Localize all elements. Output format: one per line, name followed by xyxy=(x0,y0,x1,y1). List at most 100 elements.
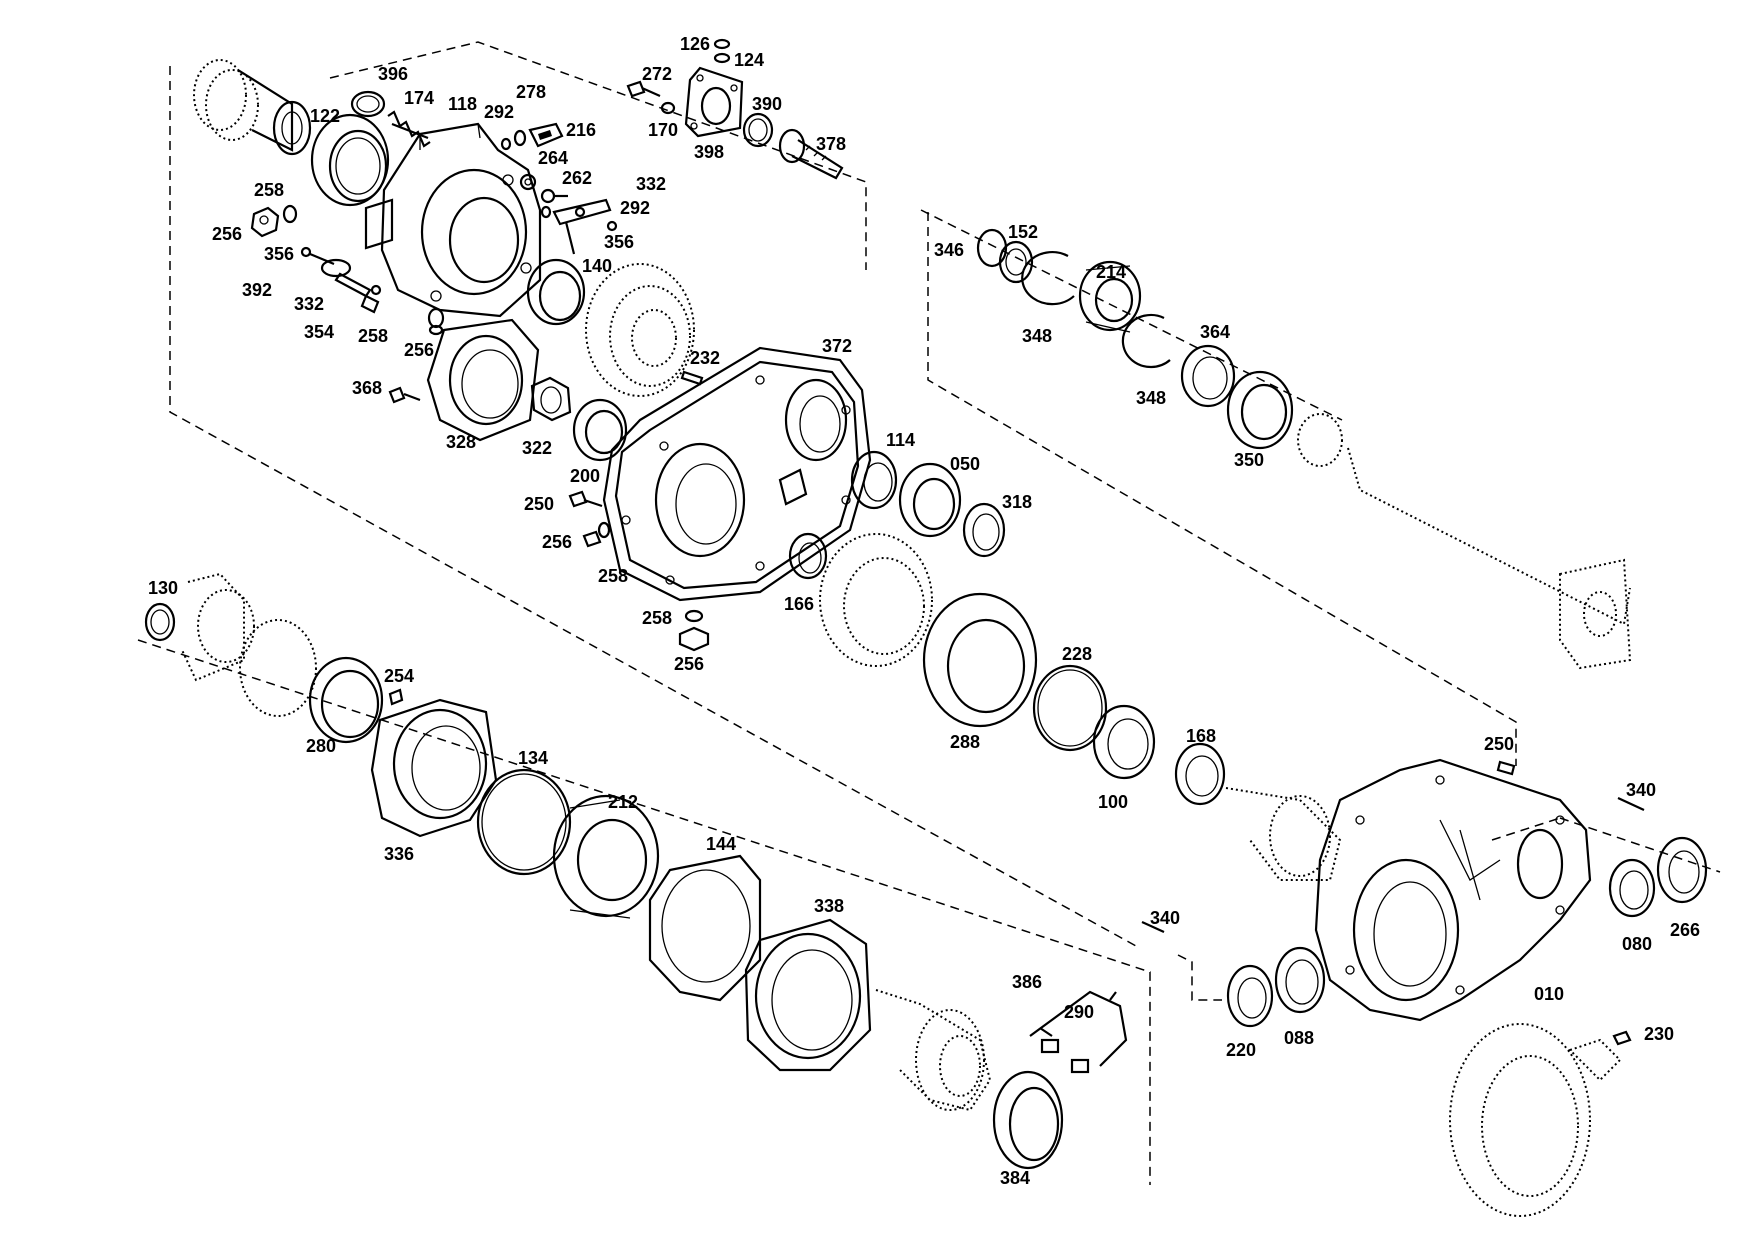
label-254: 254 xyxy=(384,666,414,686)
nut-322 xyxy=(530,376,572,422)
label-256-mid: 256 xyxy=(404,340,434,360)
seal-200 xyxy=(572,398,628,462)
label-318: 318 xyxy=(1002,492,1032,512)
label-350: 350 xyxy=(1234,450,1264,470)
ring-396 xyxy=(350,90,386,118)
cover-328 xyxy=(426,318,540,442)
label-220: 220 xyxy=(1226,1040,1256,1060)
label-396: 396 xyxy=(378,64,408,84)
seal-280 xyxy=(308,656,384,744)
plug-256-258-case xyxy=(582,521,611,548)
shift-fork-332 xyxy=(540,198,618,255)
label-356-left: 356 xyxy=(264,244,294,264)
label-372: 372 xyxy=(822,336,852,356)
label-392: 392 xyxy=(242,280,272,300)
label-384: 384 xyxy=(1000,1168,1030,1188)
label-258-bottom: 258 xyxy=(642,608,672,628)
label-050: 050 xyxy=(950,454,980,474)
seal-350 xyxy=(1226,370,1294,450)
cup-168 xyxy=(1174,742,1226,806)
shaft-378 xyxy=(778,128,844,180)
label-166: 166 xyxy=(784,594,814,614)
label-292-upper: 292 xyxy=(484,102,514,122)
label-214: 214 xyxy=(1096,262,1126,282)
label-338: 338 xyxy=(814,896,844,916)
label-228: 228 xyxy=(1062,644,1092,664)
label-256-case: 256 xyxy=(542,532,572,552)
label-124: 124 xyxy=(734,50,764,70)
flange-dotted xyxy=(181,572,255,682)
pinion-dotted xyxy=(1225,787,1342,881)
bearing-050 xyxy=(898,462,962,538)
label-230: 230 xyxy=(1644,1024,1674,1044)
bolt-230 xyxy=(1612,1030,1632,1046)
cover-338 xyxy=(744,918,872,1072)
small-orings-126-124 xyxy=(713,38,731,64)
label-386: 386 xyxy=(1012,972,1042,992)
label-354: 354 xyxy=(304,322,334,342)
plug-258-256-bottom xyxy=(678,609,710,652)
cup-166 xyxy=(788,532,828,580)
label-170: 170 xyxy=(648,120,678,140)
nut-266 xyxy=(1656,836,1708,904)
label-250-right: 250 xyxy=(1484,734,1514,754)
label-266: 266 xyxy=(1670,920,1700,940)
bearing-214 xyxy=(1078,260,1142,333)
snapring-348-left xyxy=(1021,251,1075,306)
label-216: 216 xyxy=(566,120,596,140)
label-364: 364 xyxy=(1200,322,1230,342)
axle-shaft xyxy=(1297,413,1632,670)
housing-118 xyxy=(364,122,542,318)
label-332-lower: 332 xyxy=(294,294,324,314)
dotted-gear-upper xyxy=(585,263,695,397)
label-322: 322 xyxy=(522,438,552,458)
callouts: 396 174 118 278 292 216 264 262 332 292 … xyxy=(148,34,1700,1188)
label-088: 088 xyxy=(1284,1028,1314,1048)
label-122: 122 xyxy=(310,106,340,126)
label-100: 100 xyxy=(1098,792,1128,812)
label-398: 398 xyxy=(694,142,724,162)
bolt-250-upper xyxy=(568,490,603,508)
label-348-left: 348 xyxy=(1022,326,1052,346)
case-372 xyxy=(602,346,872,602)
diff-carrier xyxy=(875,989,992,1112)
label-144: 144 xyxy=(706,834,736,854)
label-258-mid: 258 xyxy=(358,326,388,346)
label-290: 290 xyxy=(1064,1002,1094,1022)
dotted-gear-lower xyxy=(819,533,933,667)
label-348-right: 348 xyxy=(1136,388,1166,408)
pin-340-right xyxy=(1617,797,1645,811)
label-134: 134 xyxy=(518,748,548,768)
bearing-cup-122 xyxy=(310,113,390,207)
nut-220 xyxy=(1226,964,1274,1028)
bolt-254 xyxy=(388,688,404,706)
label-080: 080 xyxy=(1622,934,1652,954)
oring-228 xyxy=(1032,664,1108,752)
washer-170 xyxy=(660,101,676,115)
cup-140 xyxy=(526,258,586,326)
label-272: 272 xyxy=(642,64,672,84)
small-parts-264-262 xyxy=(519,173,568,204)
bearing-100 xyxy=(1092,704,1156,780)
seal-088 xyxy=(1274,946,1326,1014)
seal-390 xyxy=(742,112,774,148)
snapring-348-right xyxy=(1121,313,1171,369)
label-340-right: 340 xyxy=(1626,780,1656,800)
cup-114 xyxy=(850,450,898,510)
ring-152 xyxy=(998,240,1034,284)
ring-364 xyxy=(1180,344,1236,408)
label-250-upper: 250 xyxy=(524,494,554,514)
label-278: 278 xyxy=(516,82,546,102)
bearing-212 xyxy=(552,794,660,919)
label-346: 346 xyxy=(934,240,964,260)
dashed-leader-lines xyxy=(137,41,1721,1185)
label-288: 288 xyxy=(950,732,980,752)
seal-130 xyxy=(144,602,176,642)
label-340-left: 340 xyxy=(1150,908,1180,928)
label-256-left: 256 xyxy=(212,224,242,244)
pin-392-356-332-lower xyxy=(300,246,382,314)
pin-232 xyxy=(680,370,704,386)
oring-134 xyxy=(476,768,572,876)
snapring-346 xyxy=(976,228,1008,268)
